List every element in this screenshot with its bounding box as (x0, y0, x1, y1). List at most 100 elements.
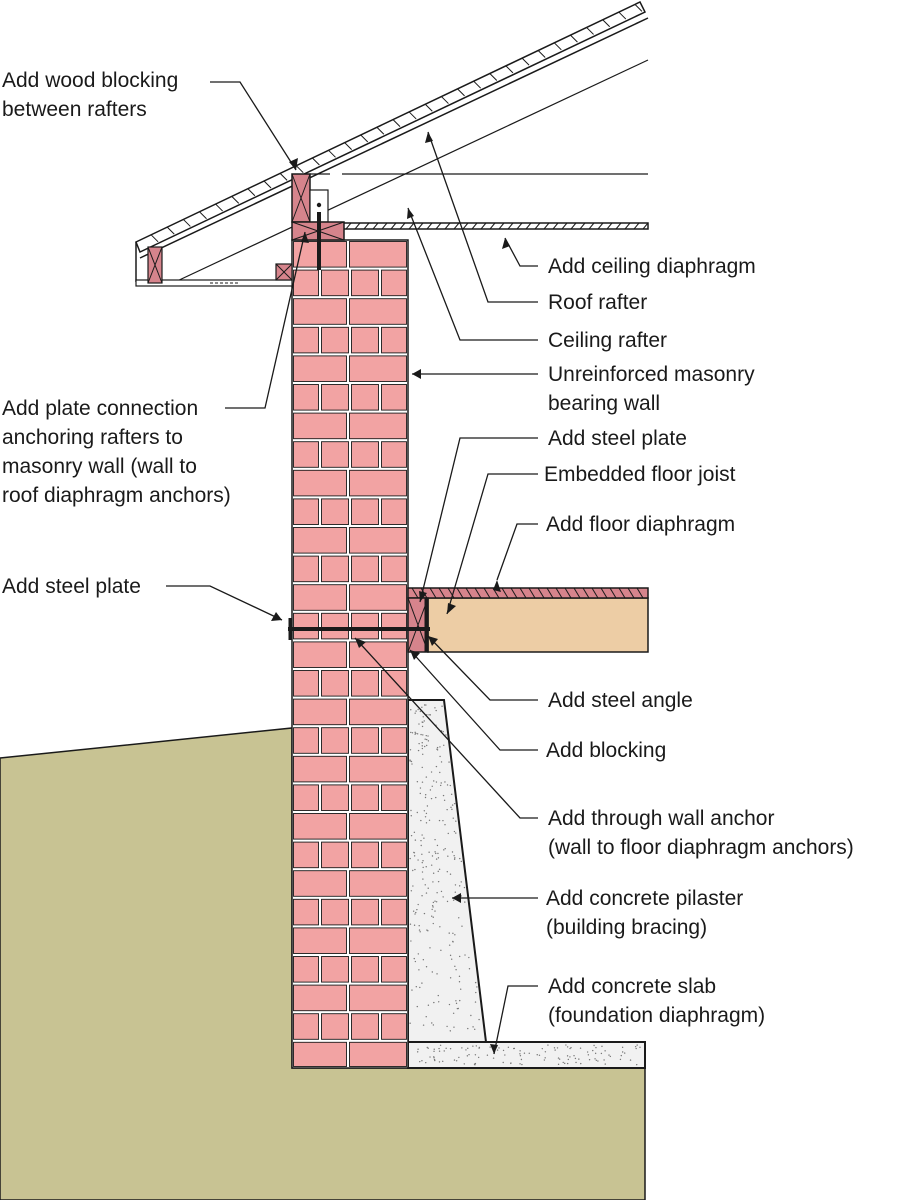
brick (349, 755, 407, 783)
brick (293, 498, 319, 525)
brick (293, 384, 319, 411)
brick (293, 441, 319, 468)
brick (293, 1041, 347, 1067)
floor-joist (427, 597, 649, 653)
brick (293, 326, 319, 354)
concrete-pilaster (407, 699, 488, 1043)
brick (293, 841, 319, 869)
brick (293, 755, 347, 783)
eave-soffit (135, 279, 293, 287)
brick (293, 355, 347, 382)
brick (349, 927, 407, 954)
label-ceiling-rafter: Ceiling rafter (548, 329, 668, 352)
label-roof-rafter: Roof rafter (548, 291, 648, 314)
brick (293, 612, 319, 640)
brick (349, 870, 407, 897)
brick (381, 727, 407, 754)
brick (351, 498, 379, 525)
brick (349, 813, 407, 840)
brick (351, 1013, 379, 1040)
roof-rafter-underside (174, 59, 649, 283)
brick (349, 241, 407, 268)
brick (321, 555, 349, 583)
brick (321, 384, 349, 411)
roof-shingles (135, 1, 647, 254)
brick-courses (293, 241, 407, 1067)
brick (293, 584, 347, 611)
roof-rafter-bottom (139, 17, 649, 259)
brick (293, 784, 319, 811)
brick (321, 326, 349, 354)
brick (293, 984, 347, 1012)
brick (321, 898, 349, 926)
brick (321, 269, 349, 297)
label-concrete-slab: Add concrete slab (foundation diaphragm) (548, 975, 766, 1027)
brick (321, 441, 349, 468)
label-wood-blocking: Add wood blocking between rafters (2, 69, 179, 121)
brick (351, 898, 379, 926)
label-floor-joist: Embedded floor joist (544, 463, 736, 486)
brick (321, 956, 349, 983)
brick (351, 670, 379, 697)
brick (321, 1013, 349, 1040)
concrete-aggregate (409, 704, 641, 1066)
brick (351, 441, 379, 468)
label-blocking: Add blocking (546, 739, 667, 762)
brick (381, 555, 407, 583)
brick (293, 927, 347, 954)
brick (293, 555, 319, 583)
brick (381, 784, 407, 811)
brick (351, 956, 379, 983)
brick (293, 412, 347, 440)
brick (293, 670, 319, 697)
brick (349, 984, 407, 1012)
brick (321, 670, 349, 697)
brick (349, 698, 407, 726)
brick (349, 298, 407, 325)
brick (351, 326, 379, 354)
label-plate-connection: Add plate connection anchoring rafters t… (2, 397, 231, 507)
brick (293, 469, 347, 497)
label-concrete-pilaster: Add concrete pilaster (building bracing) (546, 887, 744, 939)
brick (293, 813, 347, 840)
brick (349, 469, 407, 497)
label-floor-diaphragm: Add floor diaphragm (546, 513, 736, 536)
leader-lines (166, 81, 538, 1055)
brick (293, 298, 347, 325)
brick (381, 269, 407, 297)
brick (349, 584, 407, 611)
brick (381, 956, 407, 983)
roof-assembly (135, 1, 649, 287)
brick (321, 612, 349, 640)
brick (321, 727, 349, 754)
brick (293, 898, 319, 926)
brick (381, 498, 407, 525)
brick (293, 727, 319, 754)
brick (293, 1013, 319, 1040)
brick (321, 498, 349, 525)
label-ceiling-diaphragm: Add ceiling diaphragm (548, 255, 756, 278)
brick (293, 641, 347, 668)
brick (349, 355, 407, 382)
brick (293, 269, 319, 297)
brick (351, 784, 379, 811)
brick (381, 841, 407, 869)
label-steel-angle: Add steel angle (548, 689, 693, 712)
brick (351, 612, 379, 640)
label-masonry-wall: Unreinforced masonry bearing wall (548, 363, 755, 415)
leader-arrowheads (271, 132, 510, 1054)
brick (349, 1041, 407, 1067)
label-through-wall-anchor: Add through wall anchor (wall to floor d… (548, 807, 854, 859)
brick (381, 898, 407, 926)
brick (381, 670, 407, 697)
brick (351, 269, 379, 297)
brick (293, 698, 347, 726)
brick (321, 841, 349, 869)
label-steel-plate-left: Add steel plate (2, 575, 141, 598)
brick (381, 326, 407, 354)
brick (381, 384, 407, 411)
brick (381, 612, 407, 640)
brick (349, 412, 407, 440)
brick (351, 841, 379, 869)
